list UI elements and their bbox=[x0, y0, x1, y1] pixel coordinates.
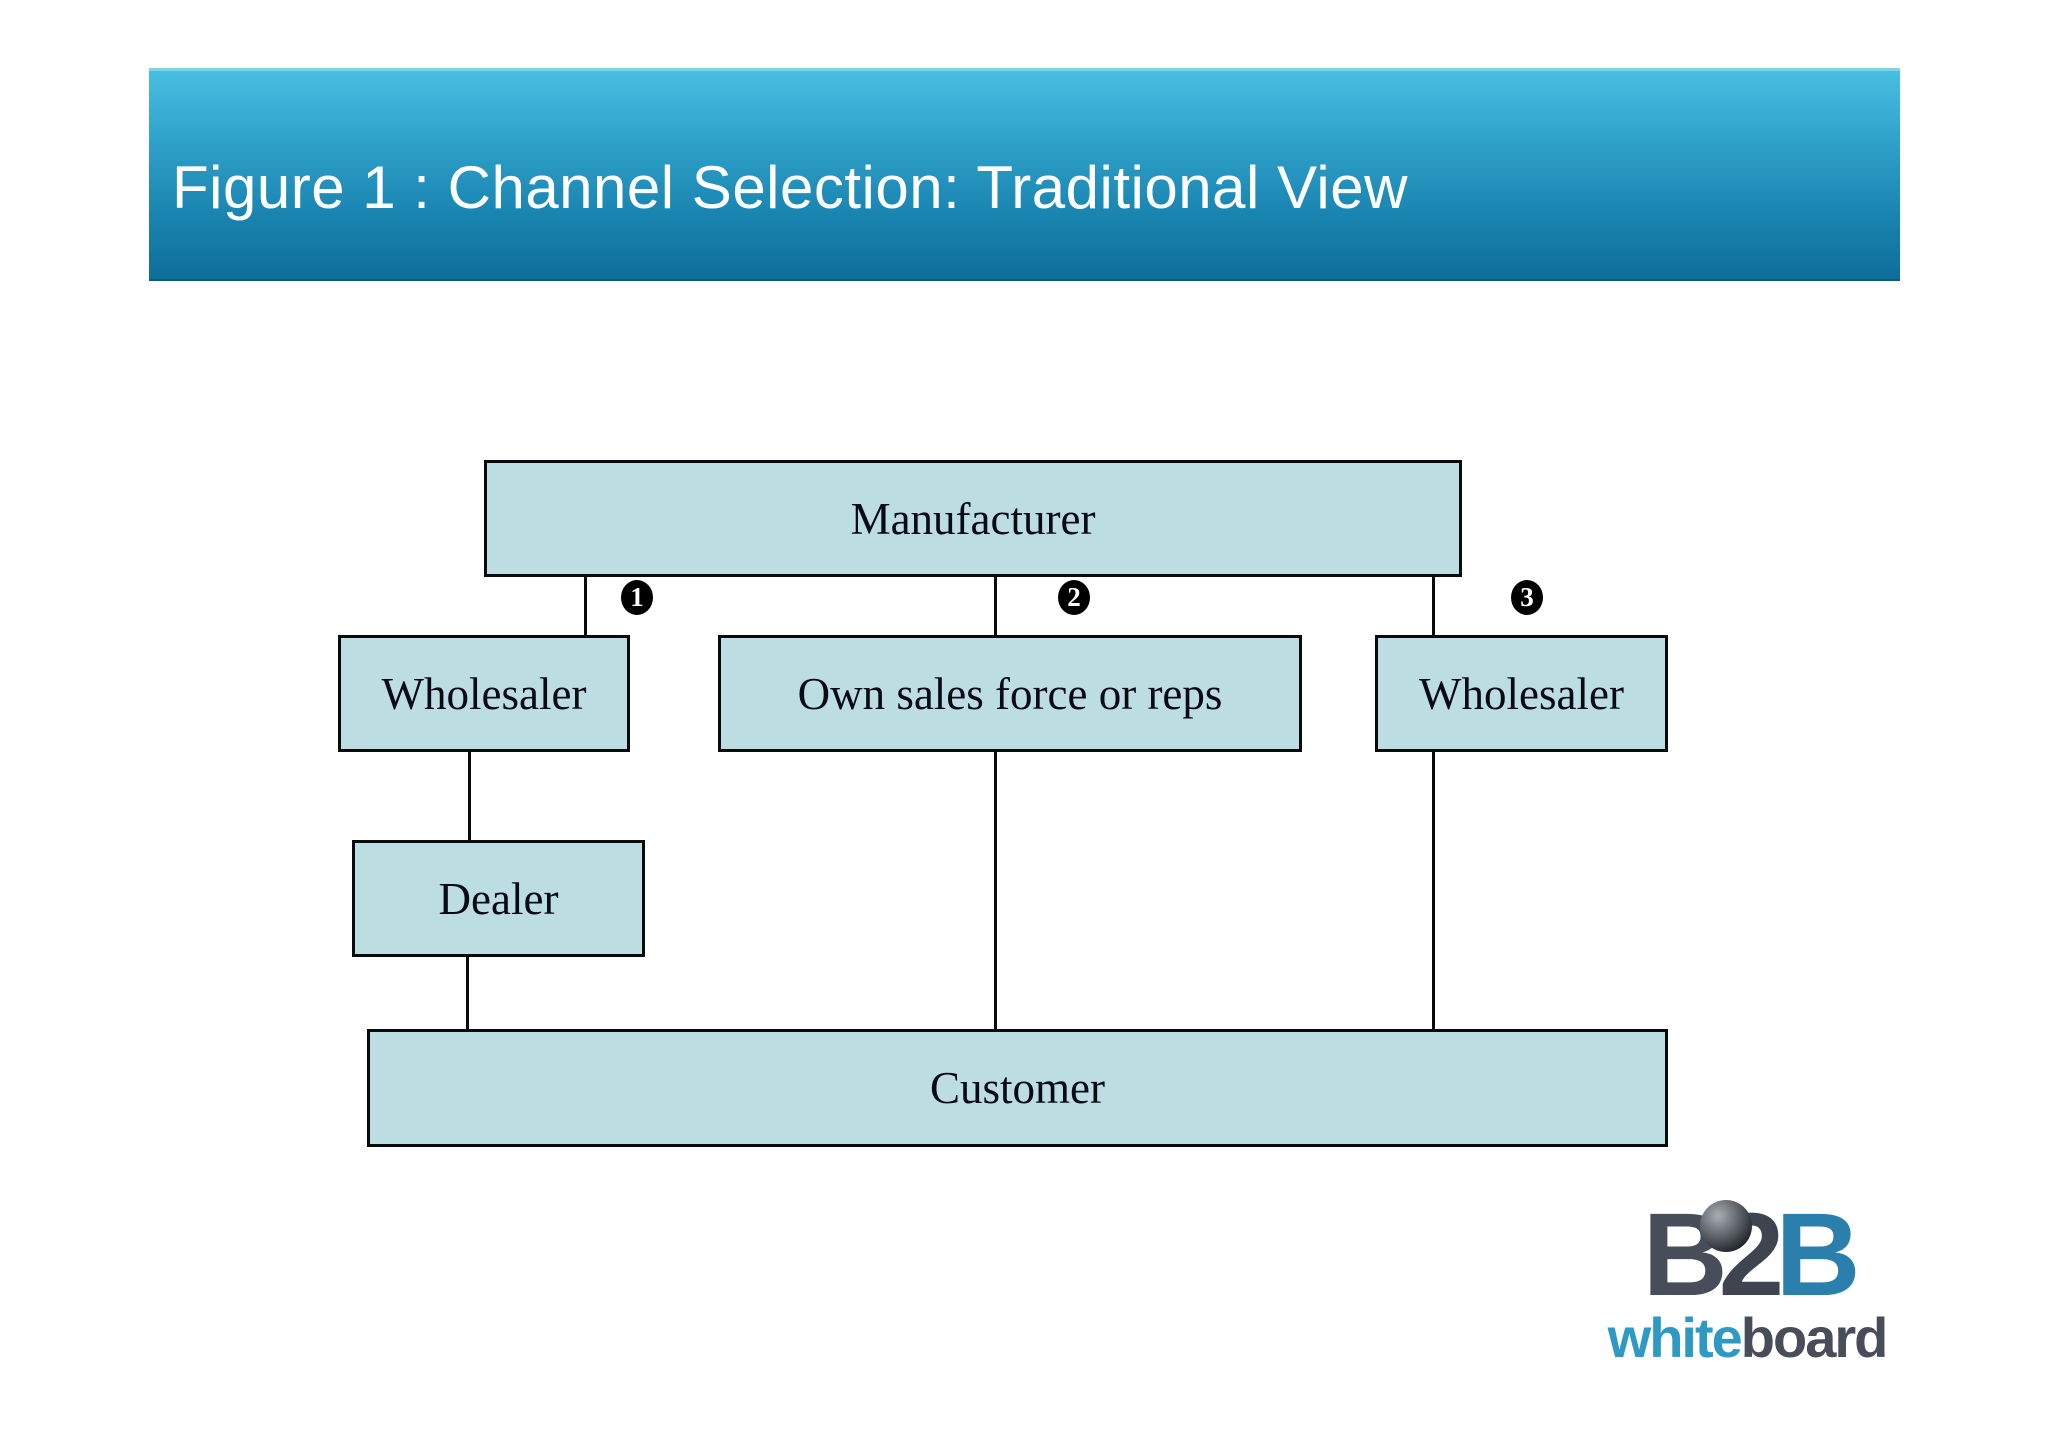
logo-letter-b2: B bbox=[1775, 1189, 1860, 1321]
edge-manufacturer-wholesaler-right bbox=[1432, 575, 1435, 635]
logo-word-board: board bbox=[1740, 1306, 1889, 1369]
slide-title: Figure 1 : Channel Selection: Traditiona… bbox=[172, 154, 1408, 221]
logo-whiteboard-text: whiteboard bbox=[1592, 1310, 1902, 1366]
logo-glossy-ball-icon bbox=[1700, 1200, 1752, 1252]
channel-marker-3-icon: 3 bbox=[1511, 580, 1543, 615]
node-wholesaler-left: Wholesaler bbox=[338, 635, 630, 752]
logo-b2b-text: B2B bbox=[1592, 1196, 1902, 1314]
edge-manufacturer-wholesaler-left bbox=[584, 575, 587, 635]
edge-dealer-customer bbox=[466, 957, 469, 1029]
channel-marker-2-icon: 2 bbox=[1058, 580, 1090, 615]
node-dealer: Dealer bbox=[352, 840, 645, 957]
node-wholesaler-right: Wholesaler bbox=[1375, 635, 1668, 752]
edge-own-sales-force-customer bbox=[994, 752, 997, 1029]
logo-word-white: white bbox=[1607, 1306, 1743, 1369]
channel-marker-1-icon: 1 bbox=[621, 580, 653, 615]
node-manufacturer: Manufacturer bbox=[484, 460, 1462, 577]
title-banner: Figure 1 : Channel Selection: Traditiona… bbox=[149, 68, 1900, 281]
edge-wholesaler-left-dealer bbox=[468, 752, 471, 840]
node-customer: Customer bbox=[367, 1029, 1668, 1147]
b2b-whiteboard-logo: B2B whiteboard bbox=[1592, 1196, 1902, 1366]
edge-manufacturer-own-sales-force bbox=[994, 575, 997, 635]
node-own-sales-force: Own sales force or reps bbox=[718, 635, 1302, 752]
edge-wholesaler-right-customer bbox=[1432, 752, 1435, 1029]
